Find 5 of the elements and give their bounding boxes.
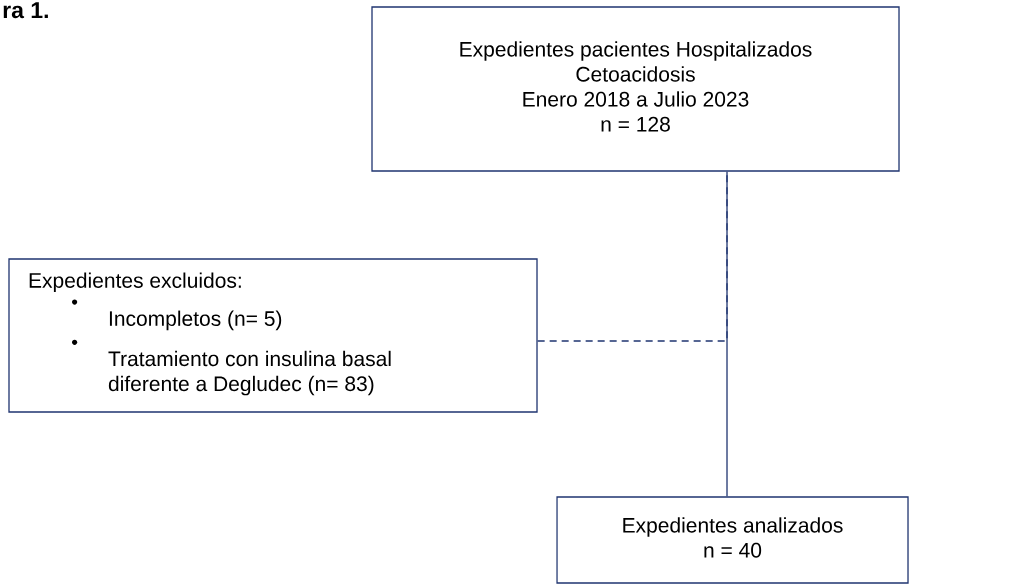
connector-line (726, 171, 728, 497)
process-box: Expedientes analizados n = 40 (556, 496, 909, 584)
process-box: Expedientes pacientes Hospitalizados Cetoacidosis Enero 2018 a Julio 2023 n = 128 (371, 6, 900, 172)
exclusion-box: Expedientes excluidos: Incompletos (n= 5) Tratamiento con insulina basal diferente a Degludec (n= 83) (8, 258, 538, 413)
figure-title: ra 1. (3, 2, 48, 19)
